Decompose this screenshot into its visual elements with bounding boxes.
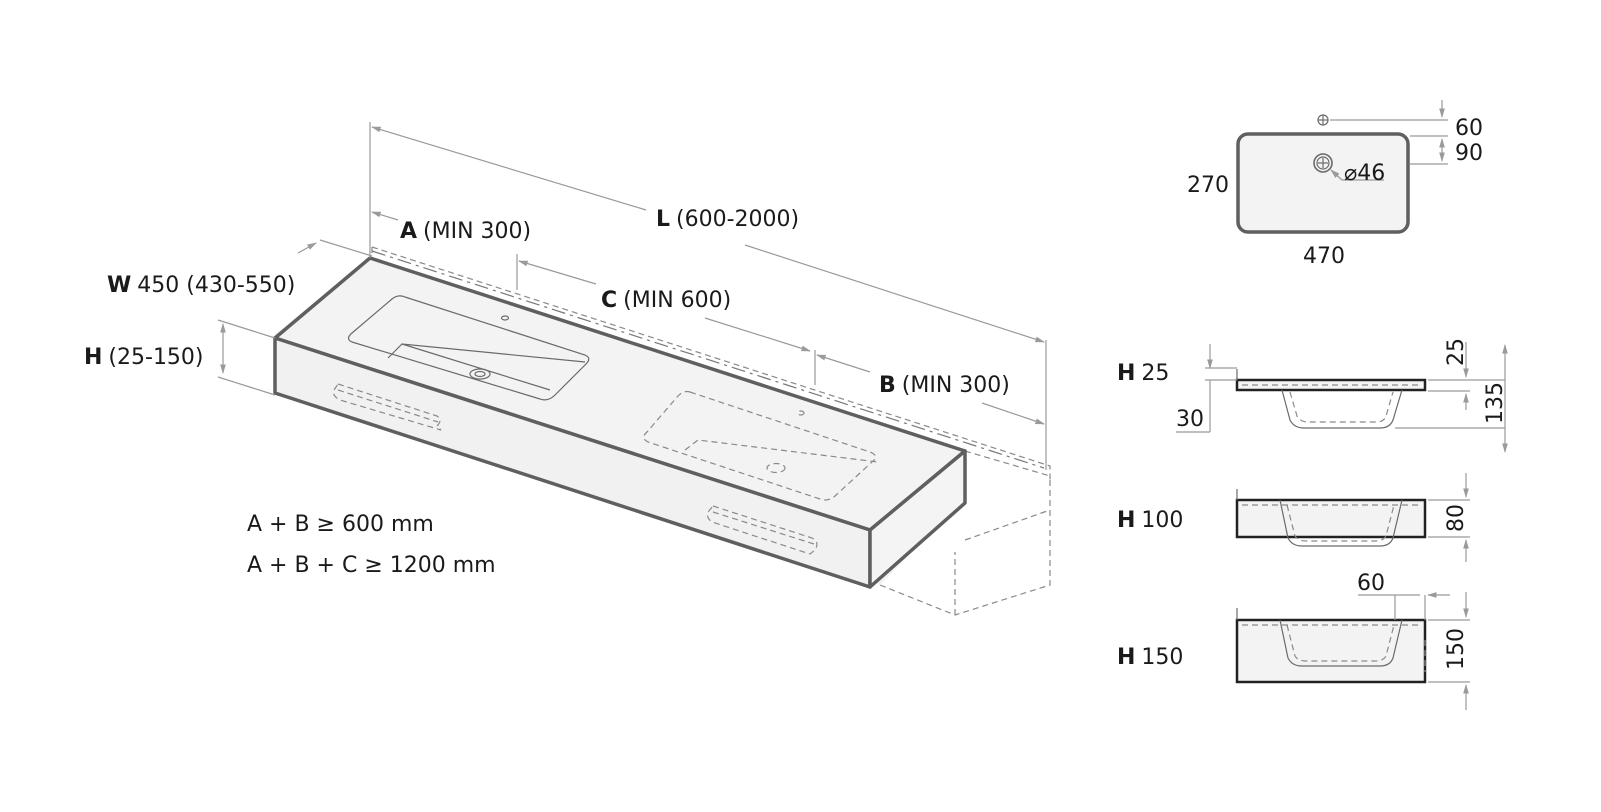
section-h150 — [1235, 592, 1470, 710]
dim-h: H(25-150) — [84, 345, 204, 370]
dim-b-letter: B — [879, 373, 896, 398]
countertop-slab — [273, 250, 1045, 589]
dim-a-value: (MIN 300) — [423, 219, 531, 244]
section-h25-top: 25 — [1444, 338, 1469, 366]
section-h100-height: 80 — [1444, 504, 1469, 532]
section-h100 — [1235, 473, 1470, 562]
dim-l-value: (600-2000) — [676, 207, 799, 232]
section-h150-height: 150 — [1444, 628, 1469, 670]
right-basin-hidden — [643, 390, 879, 501]
section-h25-letter: H — [1117, 361, 1135, 386]
section-h100-letter: H — [1117, 508, 1135, 533]
top-offset-60: 60 — [1455, 116, 1483, 141]
dim-l-letter: L — [656, 207, 670, 232]
dim-c-letter: C — [601, 288, 617, 313]
section-h100-value: 100 — [1141, 508, 1183, 533]
hidden-extension — [371, 246, 1051, 616]
dim-h-value: (25-150) — [108, 345, 203, 370]
formula-1: A + B ≥ 600 mm — [247, 512, 434, 537]
section-h150-value: 150 — [1141, 645, 1183, 670]
dim-b-value: (MIN 300) — [902, 373, 1010, 398]
top-width: 470 — [1303, 244, 1345, 269]
basin-top-view — [1236, 100, 1448, 234]
top-drain-diameter: ⌀46 — [1344, 161, 1385, 186]
dim-a: A(MIN 300) — [400, 219, 531, 244]
left-basin — [347, 295, 590, 401]
dim-w-value: 450 (430-550) — [137, 273, 295, 298]
labels: L(600-2000) A(MIN 300) C(MIN 600) B(MIN … — [84, 116, 1508, 670]
section-h25-side: 30 — [1176, 407, 1204, 432]
top-depth: 270 — [1187, 173, 1229, 198]
dim-l: L(600-2000) — [656, 207, 799, 232]
section-h25-value: 25 — [1141, 361, 1169, 386]
isometric-view — [217, 122, 1051, 616]
dim-c-value: (MIN 600) — [623, 288, 731, 313]
dimension-lines — [217, 122, 1047, 470]
formula-2: A + B + C ≥ 1200 mm — [247, 553, 496, 578]
dim-w-letter: W — [107, 273, 131, 298]
section-h25 — [1176, 342, 1508, 453]
section-h150-letter: H — [1117, 645, 1135, 670]
top-offset-90: 90 — [1455, 141, 1483, 166]
towel-slots — [333, 383, 818, 555]
section-h150-offset: 60 — [1357, 571, 1385, 596]
dim-c: C(MIN 600) — [601, 288, 731, 313]
dim-b: B(MIN 300) — [879, 373, 1010, 398]
section-h25-overall: 135 — [1483, 382, 1508, 424]
dim-h-letter: H — [84, 345, 102, 370]
dim-a-letter: A — [400, 219, 417, 244]
